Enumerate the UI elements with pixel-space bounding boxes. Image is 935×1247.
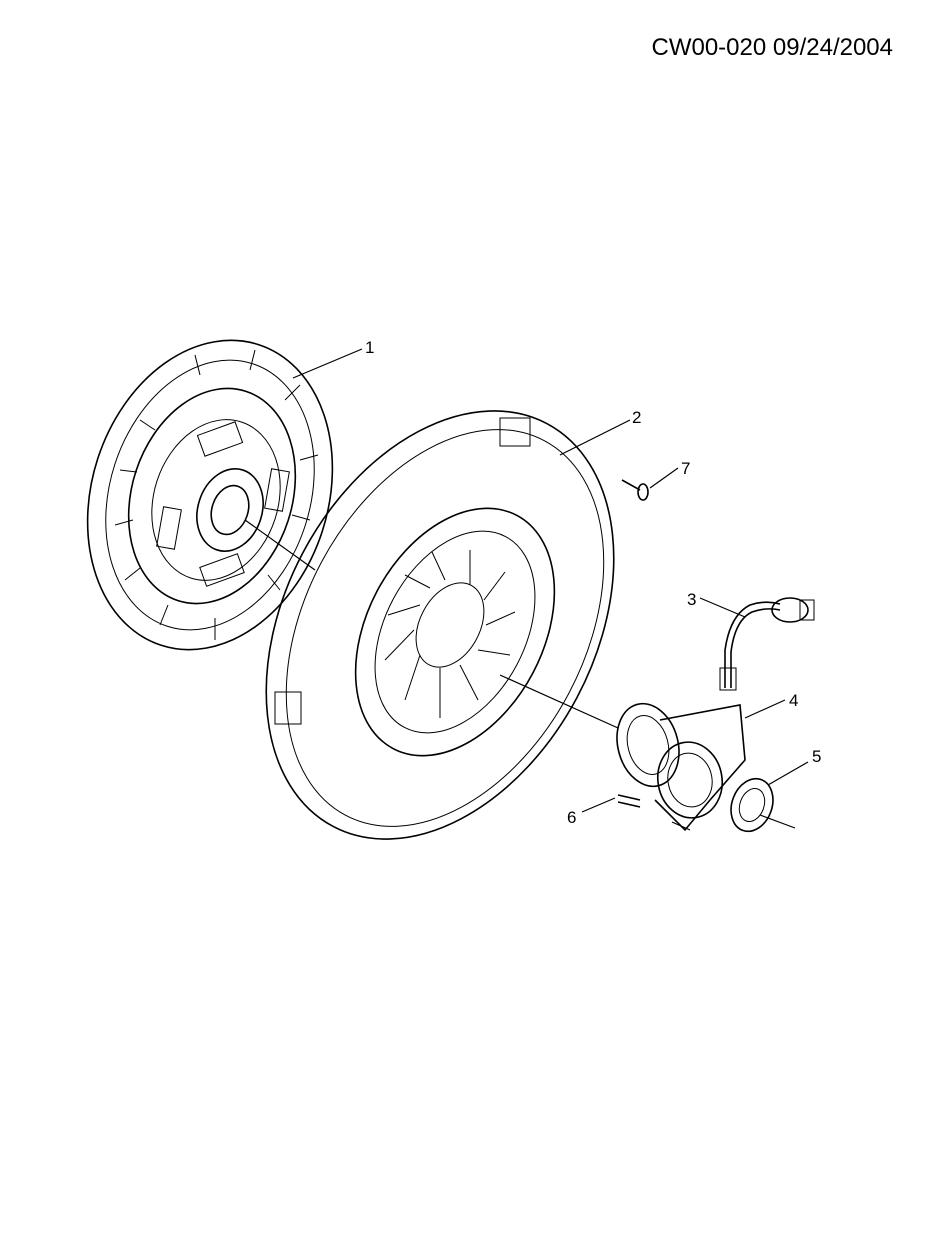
callout-2: 2: [632, 408, 641, 427]
callout-1: 1: [365, 338, 374, 357]
pressure-plate-part-2: [244, 410, 631, 840]
bolt-part-7: [621, 467, 679, 501]
bolt-part-6: [581, 794, 691, 831]
callout-5: 5: [812, 747, 821, 766]
callout-7: 7: [681, 459, 690, 478]
hydraulic-line-part-3: [699, 597, 815, 691]
clutch-disc-part-1: [86, 339, 363, 651]
seal-ring-part-5: [730, 761, 809, 833]
release-bearing-part-4: [499, 674, 786, 832]
document-id-date: CW00-020 09/24/2004: [651, 34, 894, 61]
callout-6: 6: [567, 808, 576, 827]
callout-3: 3: [687, 590, 696, 609]
callout-4: 4: [789, 691, 798, 710]
